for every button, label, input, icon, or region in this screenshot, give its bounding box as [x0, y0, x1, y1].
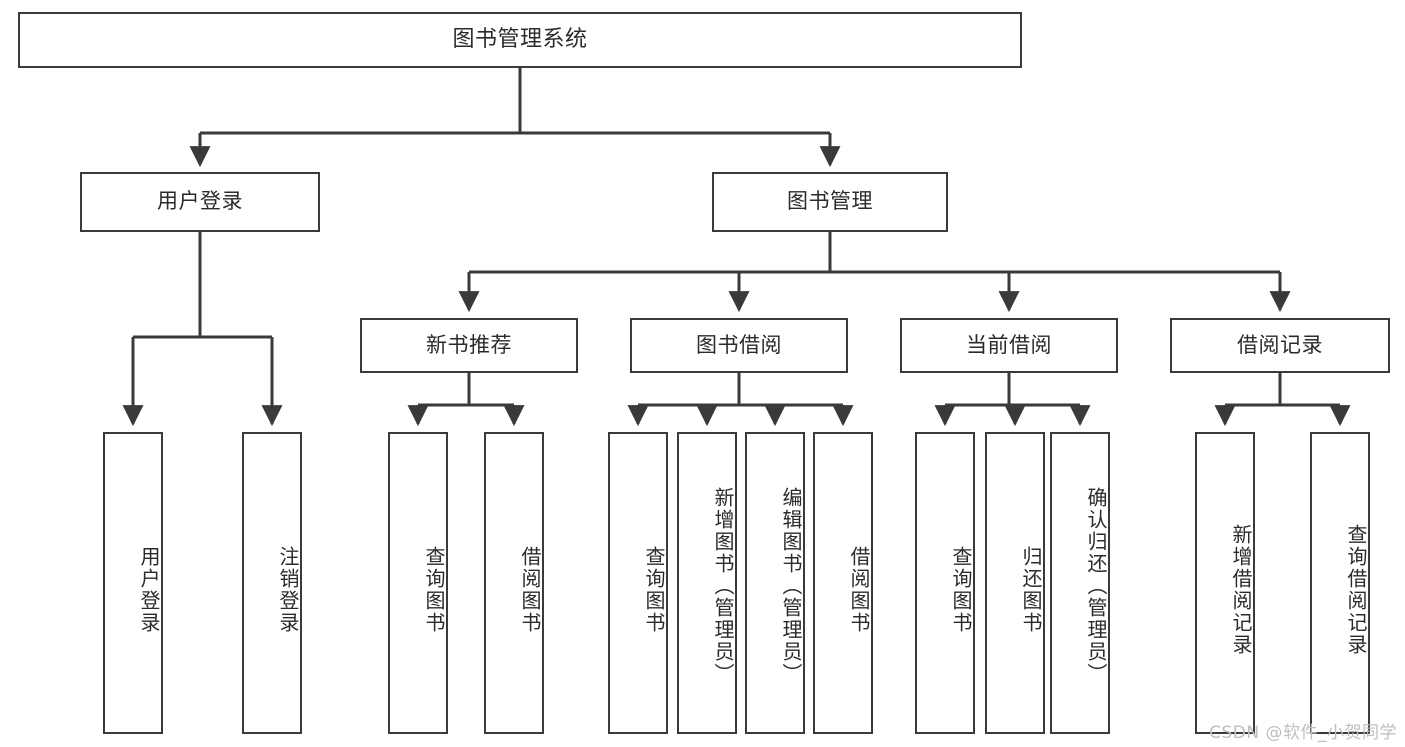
leaf-current-borrow-query-book[interactable]: 查询图书 — [915, 432, 975, 734]
leaf-book-borrow-edit-book-admin[interactable]: 编辑图书（管理员） — [745, 432, 805, 734]
leaf-current-borrow-confirm-return-admin[interactable]: 确认归还（管理员） — [1050, 432, 1110, 734]
leaf-borrow-record-query-record[interactable]: 查询借阅记录 — [1310, 432, 1370, 734]
node-current-borrow[interactable]: 当前借阅 — [900, 318, 1118, 373]
node-book-borrow[interactable]: 图书借阅 — [630, 318, 848, 373]
leaf-book-borrow-query-book[interactable]: 查询图书 — [608, 432, 668, 734]
node-borrow-record[interactable]: 借阅记录 — [1170, 318, 1390, 373]
leaf-new-book-query-book[interactable]: 查询图书 — [388, 432, 448, 734]
leaf-book-borrow-add-book-admin[interactable]: 新增图书（管理员） — [677, 432, 737, 734]
node-user-login[interactable]: 用户登录 — [80, 172, 320, 232]
node-new-book-recommend[interactable]: 新书推荐 — [360, 318, 578, 373]
leaf-borrow-record-add-record[interactable]: 新增借阅记录 — [1195, 432, 1255, 734]
node-book-management[interactable]: 图书管理 — [712, 172, 948, 232]
leaf-book-borrow-borrow-book[interactable]: 借阅图书 — [813, 432, 873, 734]
node-root-book-management-system[interactable]: 图书管理系统 — [18, 12, 1022, 68]
leaf-current-borrow-return-book[interactable]: 归还图书 — [985, 432, 1045, 734]
leaf-new-book-borrow-book[interactable]: 借阅图书 — [484, 432, 544, 734]
leaf-user-login-logout[interactable]: 注销登录 — [242, 432, 302, 734]
leaf-user-login-login[interactable]: 用户登录 — [103, 432, 163, 734]
